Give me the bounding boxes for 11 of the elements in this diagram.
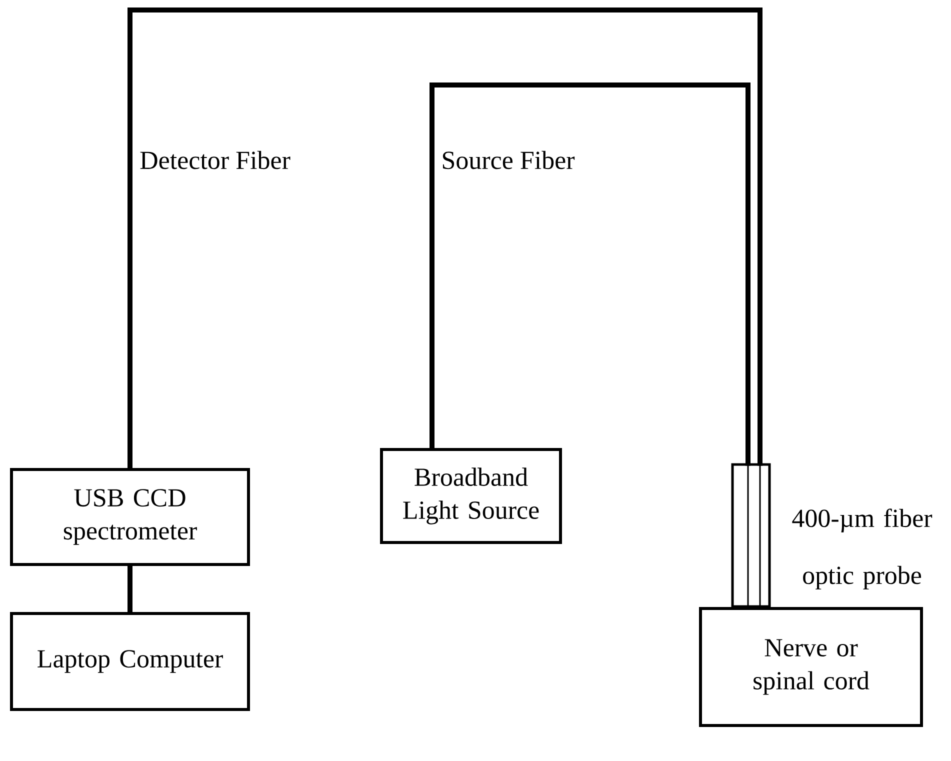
fiber-line [430, 82, 750, 466]
probe-caption: 400-µm fiber optic probe [792, 508, 932, 590]
process-box: Nerve or spinal cord [699, 607, 923, 727]
fiber-line [128, 564, 132, 614]
edge-label: Detector Fiber [138, 148, 292, 172]
process-box: USB CCD spectrometer [10, 468, 250, 566]
process-box: Laptop Computer [10, 612, 250, 711]
fiber-line [128, 8, 762, 470]
edge-label: Source Fiber [439, 148, 577, 172]
probe-box [731, 463, 771, 608]
process-box: Broadband Light Source [380, 448, 562, 544]
